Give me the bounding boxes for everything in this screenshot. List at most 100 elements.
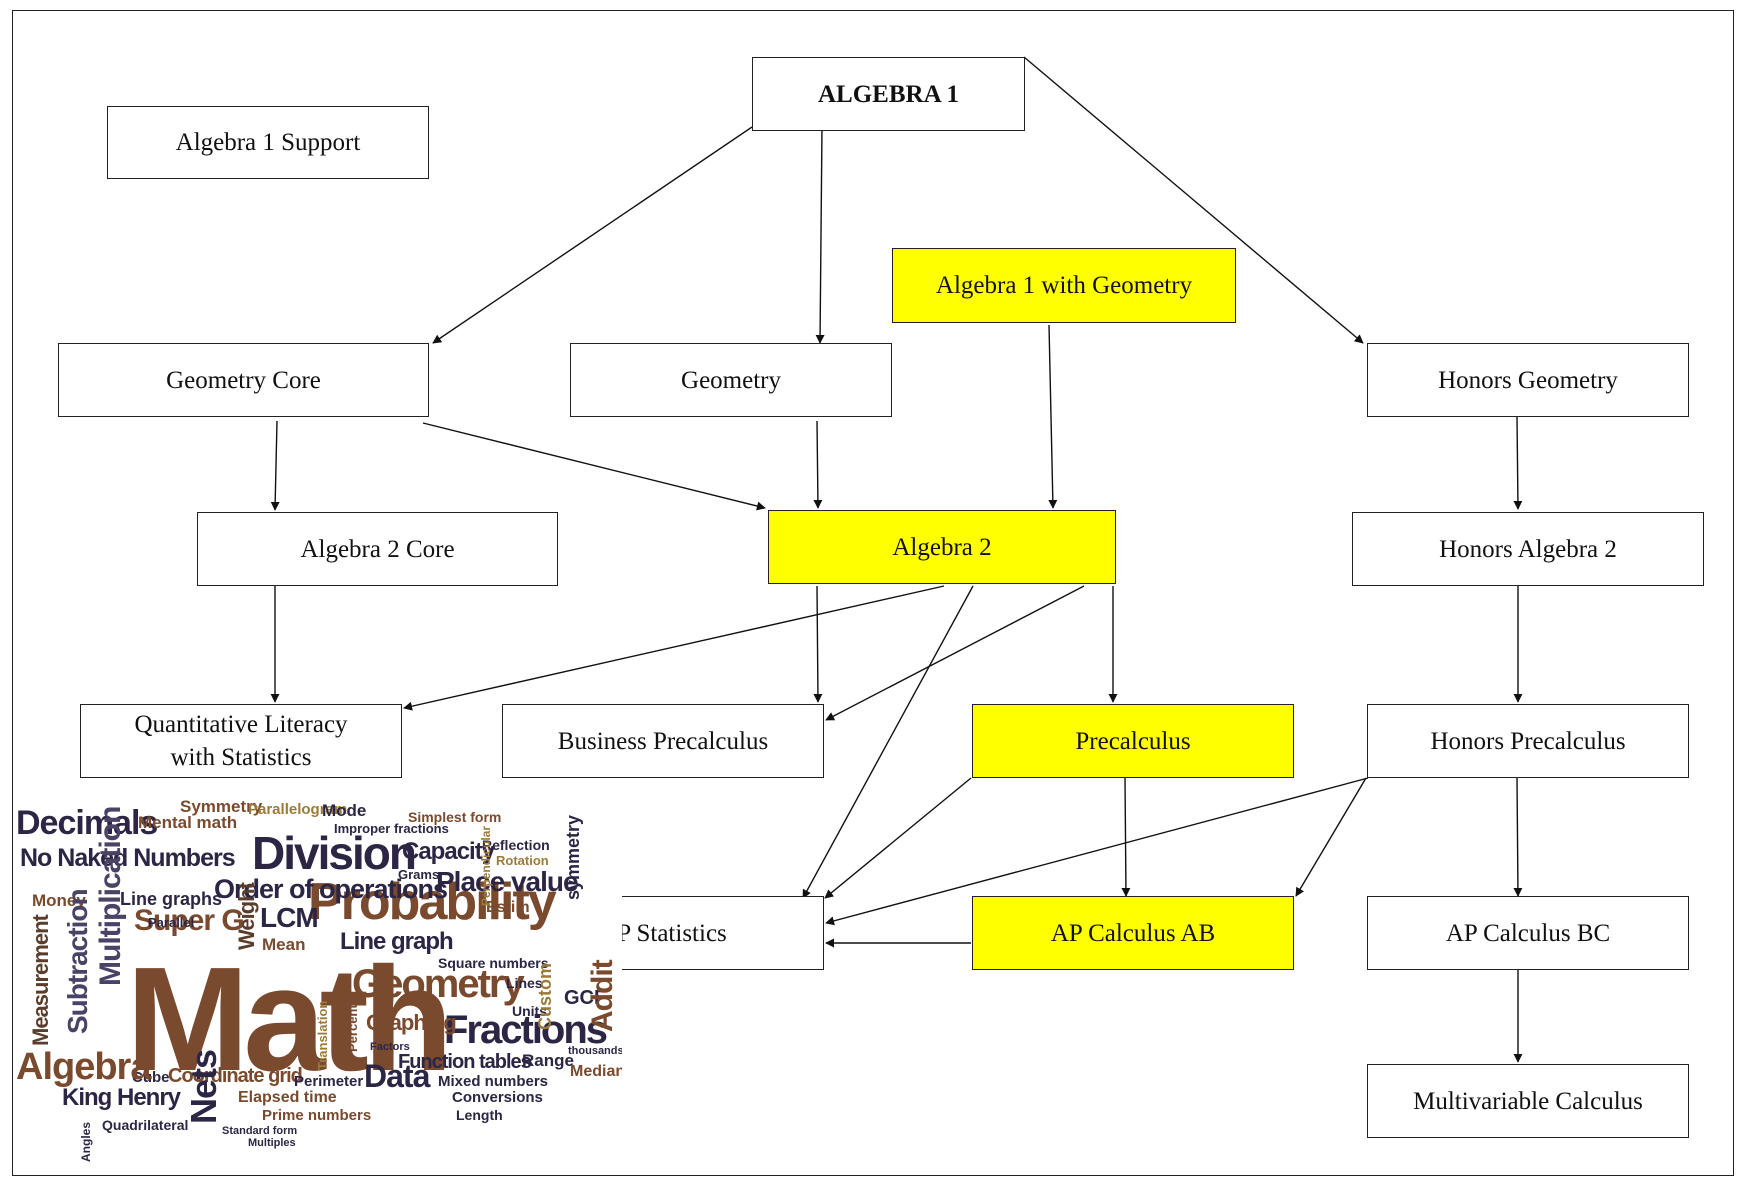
- word-mode: Mode: [322, 801, 367, 820]
- node-algebra-1-support: Algebra 1 Support: [107, 106, 429, 179]
- node-honors-precalculus: Honors Precalculus: [1367, 704, 1689, 778]
- word-custom: Custom: [535, 963, 555, 1030]
- word-factors: Factors: [370, 1041, 410, 1053]
- word-square-numbers: Square numbers: [438, 955, 549, 971]
- word-mental-math: Mental math: [138, 813, 238, 832]
- word-nets: Nets: [183, 1049, 224, 1124]
- word-rotation: Rotation: [496, 853, 549, 868]
- word-symmetry-2: symmetry: [563, 814, 583, 900]
- quant-literacy-line-2: with Statistics: [170, 744, 312, 771]
- node-geometry-core: Geometry Core: [58, 343, 429, 417]
- word-length: Length: [456, 1107, 503, 1123]
- word-parallelogram: Parallelogram: [248, 801, 348, 818]
- word-king-henry: King Henry: [62, 1084, 181, 1111]
- word-place-value: Place value: [436, 866, 579, 897]
- word-simplest-form: Simplest form: [408, 809, 502, 825]
- word-quadrilateral: Quadrilateral: [102, 1117, 189, 1133]
- arrow-honorsgeometry-honorsalg2: [1513, 416, 1523, 510]
- word-angles: Angles: [79, 1121, 93, 1162]
- word-decimals: Decimals: [16, 804, 158, 842]
- node-honors-geometry: Honors Geometry: [1367, 343, 1689, 417]
- word-fractions: Fractions: [444, 1008, 608, 1052]
- arrow-geometrycore-alg2core: [270, 420, 280, 511]
- word-units: Units: [512, 1003, 547, 1019]
- word-grams: Grams: [398, 867, 440, 882]
- word-elapsed-time: Elapsed time: [238, 1089, 337, 1106]
- word-mean: Mean: [262, 935, 306, 954]
- node-multivariable-calculus: Multivariable Calculus: [1367, 1064, 1689, 1138]
- diagram-frame: [12, 10, 1734, 1176]
- word-percent: Percent: [345, 1004, 360, 1052]
- word-thousands: thousands: [568, 1045, 622, 1057]
- arrow-alg1geo-alg2: [1048, 324, 1058, 509]
- node-geometry: Geometry: [570, 343, 892, 417]
- arrow-geometrycore-alg2: [422, 422, 766, 511]
- word-super-g: Super G: [134, 904, 245, 937]
- word-parallel: Parallel: [148, 915, 195, 930]
- word-reflection: Reflection: [482, 837, 550, 853]
- node-precalculus: Precalculus: [972, 704, 1294, 778]
- word-weight: Weight: [234, 883, 259, 950]
- word-cube: Cube: [132, 1069, 170, 1086]
- node-algebra-1: ALGEBRA 1: [752, 57, 1025, 131]
- node-quantitative-literacy: Quantitative Literacy with Statistics: [80, 704, 402, 778]
- word-graphing: Graphing: [366, 1010, 457, 1035]
- word-function-tables: Function tables: [398, 1051, 532, 1073]
- arrow-alg1-geometrycore: [432, 126, 753, 344]
- word-no-naked-numbers: No Naked Numbers: [20, 844, 236, 872]
- word-median: Median: [570, 1063, 622, 1080]
- word-lcm: LCM: [260, 902, 319, 933]
- word-money: Money: [32, 891, 86, 910]
- arrow-alg2-businessprecalc-b: [825, 585, 1085, 721]
- arrow-honorsprecalc-apstats: [825, 777, 1369, 926]
- word-subtraction: Subtraction: [62, 889, 93, 1034]
- word-symmetry: Symmetry: [180, 797, 263, 816]
- word-coordinate-grid: Coordinate grid: [168, 1065, 303, 1087]
- arrow-alg2-apstats: [802, 585, 974, 899]
- node-algebra-2: Algebra 2: [768, 510, 1116, 584]
- arrow-precalc-apcalcab: [1121, 777, 1131, 897]
- word-geometry: Geometry: [352, 962, 525, 1006]
- word-order-of-operations: Order of operations: [214, 874, 448, 904]
- word-measurement: Measurement: [28, 915, 53, 1046]
- arrow-alg1-honorsgeometry: [1023, 56, 1364, 344]
- word-improper-fractions: Improper fractions: [334, 821, 449, 836]
- word-perimeter: Perimeter: [294, 1073, 364, 1090]
- word-multiplication: Multiplication: [94, 806, 127, 986]
- node-honors-algebra-2: Honors Algebra 2: [1352, 512, 1704, 586]
- word-multiples: Multiples: [248, 1137, 296, 1149]
- node-algebra-1-with-geometry: Algebra 1 with Geometry: [892, 248, 1236, 323]
- word-line-graphs: Line graphs: [120, 889, 223, 909]
- word-prime-numbers: Prime numbers: [262, 1107, 372, 1124]
- node-ap-calculus-bc: AP Calculus BC: [1367, 896, 1689, 970]
- word-lines: Lines: [506, 975, 543, 991]
- node-algebra-2-core: Algebra 2 Core: [197, 512, 558, 586]
- word-data: Data: [364, 1058, 430, 1094]
- arrow-honorsprecalc-apcalcbc: [1513, 777, 1523, 897]
- word-translation: Translation: [315, 1000, 330, 1070]
- word-capacity: Capacity: [402, 838, 495, 865]
- arrow-geometry-alg2: [813, 420, 823, 509]
- word-standard-form: Standard form: [222, 1125, 298, 1137]
- arrow-alg1-geometry: [815, 126, 825, 344]
- word-mixed-numbers: Mixed numbers: [438, 1073, 549, 1090]
- node-ap-calculus-ab: AP Calculus AB: [972, 896, 1294, 970]
- node-business-precalculus: Business Precalculus: [502, 704, 824, 778]
- word-gcf: GCF: [564, 987, 607, 1009]
- word-probability: Probability: [308, 873, 557, 931]
- quant-literacy-line-1: Quantitative Literacy: [134, 711, 348, 738]
- word-perpendicular: Perpendicular: [479, 825, 493, 906]
- word-algebra: Algebra: [16, 1046, 151, 1088]
- math-word-cloud: Math Probability Division Decimals No Na…: [16, 796, 622, 1168]
- word-addition: Addit: [586, 960, 619, 1032]
- word-range: Range: [522, 1051, 574, 1070]
- arrow-honorsprecalc-apcalcab: [1295, 777, 1367, 897]
- word-conversions: Conversions: [452, 1089, 543, 1106]
- arrow-alg2-businessprecalc-a: [813, 585, 823, 703]
- word-line-graph: Line graph: [340, 928, 454, 955]
- arrow-precalc-apstats: [824, 777, 972, 899]
- word-math: Math: [126, 937, 453, 1102]
- arrow-alg2-quantlit: [403, 585, 945, 711]
- word-estim: Estim: [486, 899, 530, 916]
